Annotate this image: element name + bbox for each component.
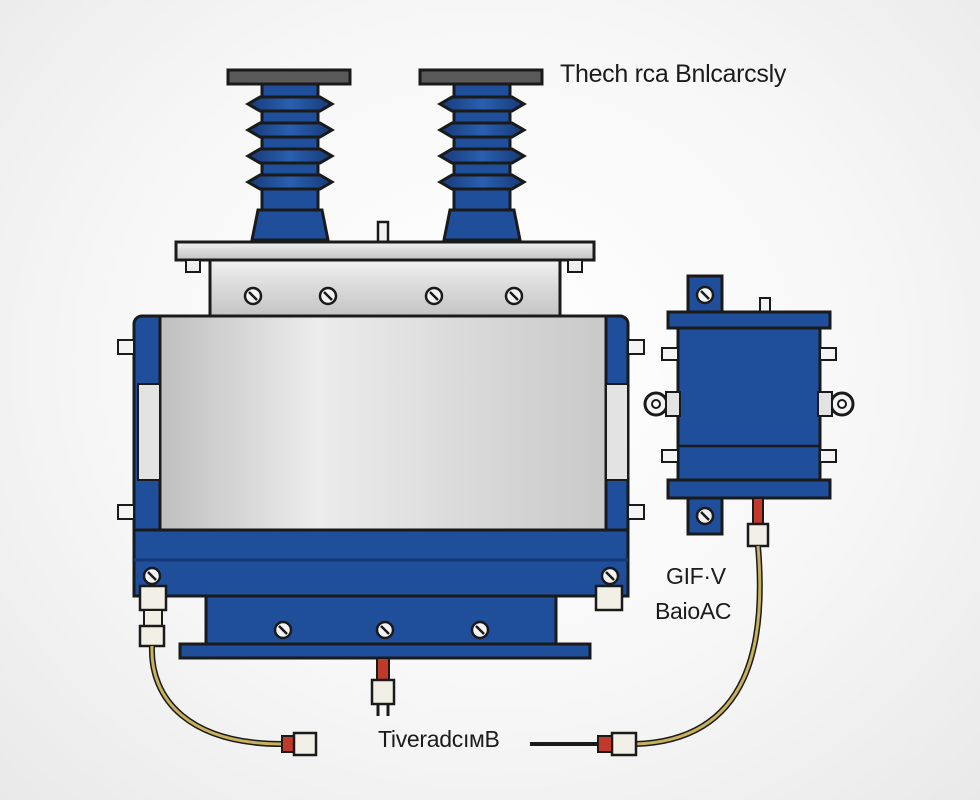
cable-right [530,545,763,757]
screw-icon [695,285,715,305]
screw-icon [695,506,715,526]
side-label-line-1: GIF·V [666,563,726,589]
cable-left [138,609,318,757]
transformer-tank [117,314,645,660]
screw-icon [424,286,444,306]
bushing-right [418,68,544,246]
screw-icon [504,286,524,306]
transformer-top-plate [174,240,596,318]
screw-icon [142,566,162,586]
screw-icon [375,620,395,640]
auxiliary-unit [643,274,855,548]
title-label: Thech rca Bnlcarcsly [560,60,787,88]
screw-icon [243,286,263,306]
screw-icon [273,620,293,640]
bottom-connector [370,657,396,716]
bottom-label: TiveradcıмB [378,726,500,752]
screw-icon [318,286,338,306]
bushing-left [226,68,352,246]
screw-icon [600,566,620,586]
screw-icon [470,620,490,640]
side-label-line-2: BaioAC [655,598,732,624]
